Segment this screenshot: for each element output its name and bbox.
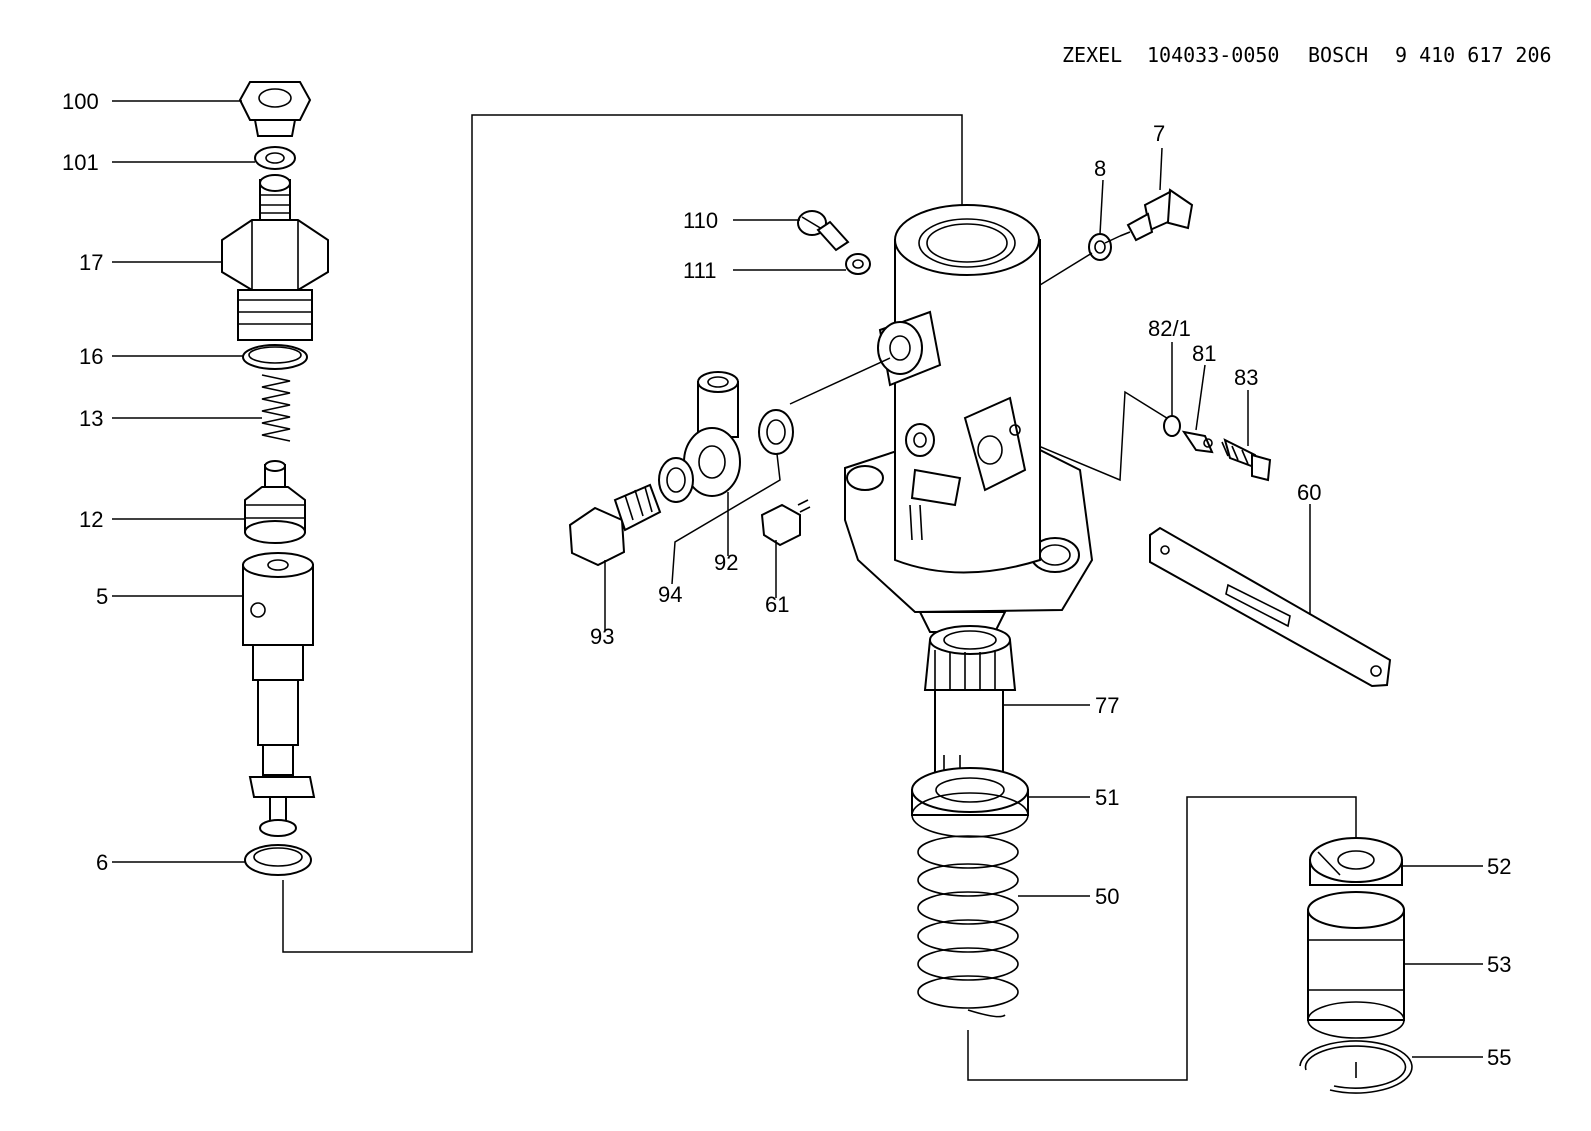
part-8-washer bbox=[1088, 233, 1112, 261]
callout-61: 61 bbox=[765, 592, 789, 617]
callout-5: 5 bbox=[96, 584, 108, 609]
callout-labels: 100 101 17 16 13 12 5 6 110 111 8 7 82/1… bbox=[62, 89, 1511, 1070]
leader-lines bbox=[112, 100, 1483, 1058]
callout-16: 16 bbox=[79, 344, 103, 369]
part-17-valve-holder bbox=[221, 174, 329, 341]
part-111-washer bbox=[845, 253, 871, 275]
part-52-spring-seat bbox=[1309, 837, 1403, 886]
callout-6: 6 bbox=[96, 850, 108, 875]
callout-101: 101 bbox=[62, 150, 99, 175]
callout-93: 93 bbox=[590, 624, 614, 649]
callout-77: 77 bbox=[1095, 693, 1119, 718]
part-77-control-sleeve bbox=[923, 625, 1017, 791]
part-6-plunger-washer bbox=[244, 844, 312, 876]
part-5-plunger-barrel bbox=[242, 552, 316, 837]
callout-55: 55 bbox=[1487, 1045, 1511, 1070]
callout-110: 110 bbox=[683, 208, 718, 233]
callout-111: 111 bbox=[683, 258, 716, 283]
callout-60: 60 bbox=[1297, 480, 1321, 505]
part-101-washer bbox=[254, 146, 296, 170]
callout-100: 100 bbox=[62, 89, 99, 114]
part-53-tappet bbox=[1307, 891, 1405, 1039]
callout-50: 50 bbox=[1095, 884, 1119, 909]
part-60-control-rod bbox=[1149, 526, 1392, 688]
callout-94: 94 bbox=[658, 582, 682, 607]
assembly-line-left bbox=[282, 114, 963, 953]
part-100-nut bbox=[238, 81, 312, 137]
part-50-plunger-spring bbox=[917, 835, 1019, 1018]
callout-8: 8 bbox=[1094, 156, 1106, 181]
part-92-washer bbox=[758, 409, 794, 455]
part-94-washer bbox=[658, 457, 694, 503]
callout-12: 12 bbox=[79, 507, 103, 532]
part-110-screw bbox=[797, 210, 850, 252]
callout-53: 53 bbox=[1487, 952, 1511, 977]
part-pump-housing bbox=[844, 204, 1094, 633]
header-part-zexel: 104033-0050 bbox=[1147, 43, 1279, 67]
part-7-fitting bbox=[1119, 188, 1194, 242]
assembly-line-lever bbox=[1004, 390, 1171, 482]
callout-17: 17 bbox=[79, 250, 103, 275]
callout-82-1: 82/1 bbox=[1148, 316, 1191, 341]
header-maker-zexel: ZEXEL bbox=[1062, 43, 1122, 67]
part-82-1-washer bbox=[1163, 415, 1181, 437]
assembly-line-spring bbox=[967, 796, 1357, 1081]
part-61-screw bbox=[760, 499, 811, 547]
callout-92: 92 bbox=[714, 550, 738, 575]
part-81-bracket bbox=[1181, 430, 1214, 454]
part-83-screw bbox=[1221, 438, 1272, 482]
callout-81: 81 bbox=[1192, 341, 1216, 366]
header-part-bosch: 9 410 617 206 bbox=[1395, 43, 1552, 67]
part-55-snap-ring bbox=[1299, 1040, 1413, 1094]
callout-52: 52 bbox=[1487, 854, 1511, 879]
callout-7: 7 bbox=[1153, 121, 1165, 146]
part-16-gasket bbox=[242, 344, 308, 370]
callout-13: 13 bbox=[79, 406, 103, 431]
part-13-spring bbox=[261, 374, 291, 442]
part-93-banjo-bolt bbox=[568, 483, 662, 567]
part-12-delivery-valve bbox=[244, 460, 306, 544]
callout-83: 83 bbox=[1234, 365, 1258, 390]
callout-51: 51 bbox=[1095, 785, 1119, 810]
header-maker-bosch: BOSCH bbox=[1308, 43, 1368, 67]
part-51-spring-seat bbox=[911, 767, 1029, 838]
